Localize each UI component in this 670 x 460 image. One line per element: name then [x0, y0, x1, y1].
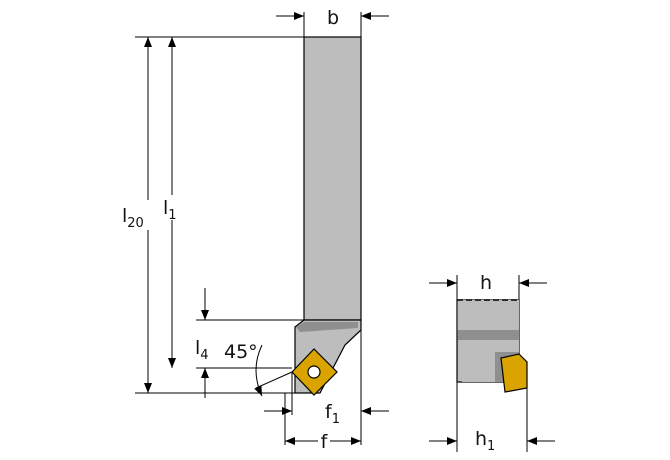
- label-l1-sub: 1: [168, 208, 176, 223]
- label-angle: 45°: [224, 341, 258, 363]
- label-h1-main: h: [475, 428, 487, 450]
- label-h: h: [480, 272, 492, 294]
- label-f1-main: f: [325, 401, 333, 423]
- insert-square: [291, 348, 338, 396]
- angle-leader: [255, 371, 293, 389]
- label-f: f: [321, 431, 329, 453]
- label-l1-main: l: [163, 197, 168, 219]
- label-l20-sub: 20: [127, 216, 144, 231]
- label-l20: l20: [122, 205, 144, 231]
- extension-lines: [135, 12, 362, 445]
- label-f1-sub: 1: [332, 412, 340, 427]
- front-view: [456, 299, 528, 393]
- label-l4-main: l: [195, 337, 200, 359]
- label-l4: l4: [195, 337, 209, 363]
- label-b: b: [327, 7, 339, 29]
- angle-arc: [254, 344, 263, 397]
- label-l20-main: l: [122, 205, 127, 227]
- label-l4-sub: 4: [200, 348, 208, 363]
- label-h1-sub: 1: [487, 439, 495, 454]
- shank-body: [294, 36, 362, 394]
- label-f1: f1: [325, 401, 340, 427]
- label-l1: l1: [163, 197, 177, 223]
- label-h1: h1: [475, 428, 495, 454]
